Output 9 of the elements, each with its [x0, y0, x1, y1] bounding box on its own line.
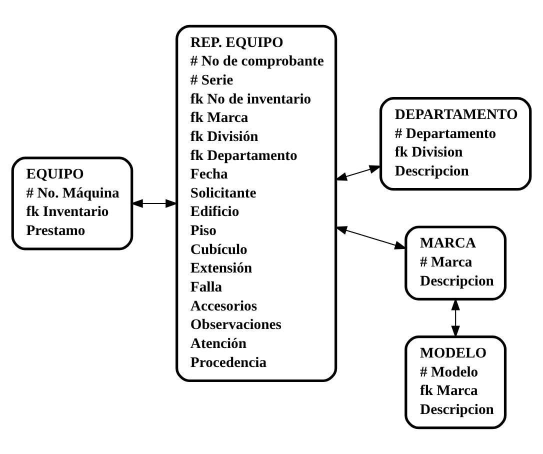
node-box: REP. EQUIPO # No de comprobante # Serie fk No de inventario fk Marca fk División fk Departamento Fecha Solicitante Edificio Piso Cubículo Extensión Falla Accesorios Observaciones Atención Procedencia [176, 24, 338, 382]
arrow [130, 199, 178, 208]
arrow [451, 298, 460, 338]
node-box: MODELO # Modelo fk Marca Descripcion [404, 336, 507, 430]
arrow [334, 226, 408, 250]
node-box: EQUIPO # No. Máquina fk Inventario Prestamo [11, 156, 134, 250]
arrow [334, 165, 382, 181]
node-box: MARCA # Marca Descripcion [404, 226, 507, 300]
node-box: DEPARTAMENTO # Departamento fk Division Descripcion [380, 97, 532, 191]
